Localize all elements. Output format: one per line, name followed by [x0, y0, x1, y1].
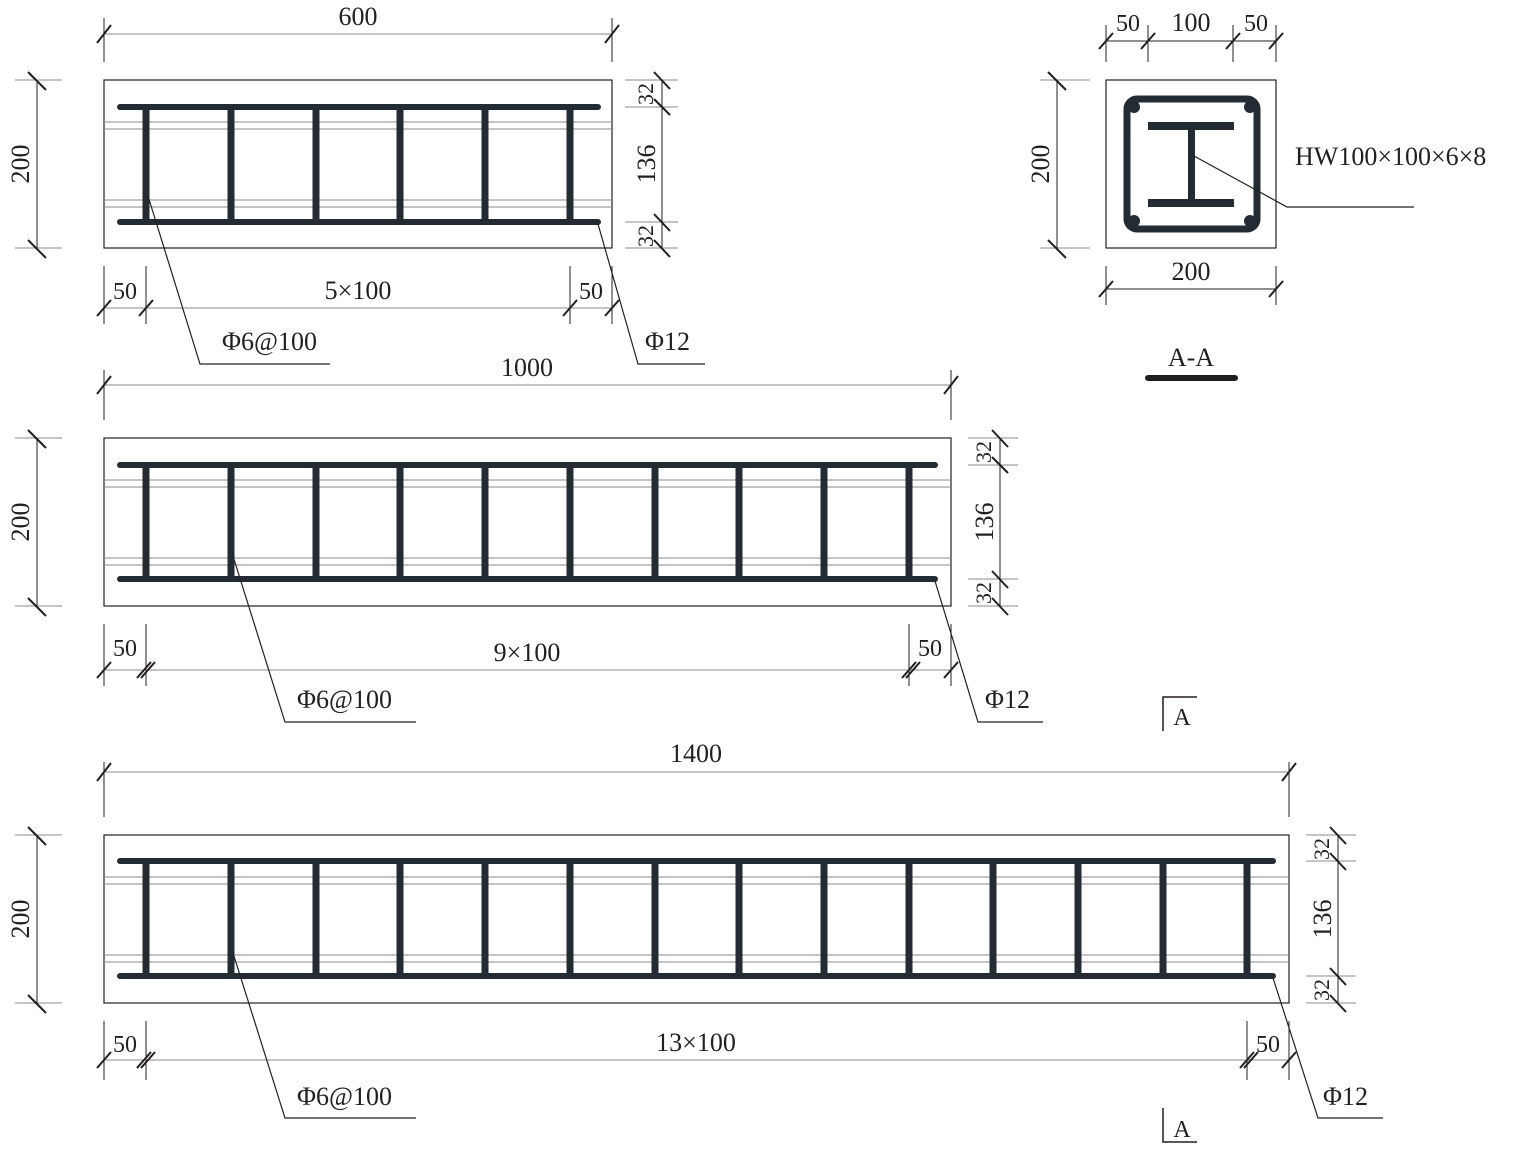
longitudinal-label: Φ12 — [645, 327, 690, 356]
spacing-dimensions: 50 9×100 50 — [96, 624, 959, 686]
stirrups — [142, 105, 574, 224]
section-marker-bottom: A — [1162, 1108, 1197, 1143]
end-spacing-right-label: 50 — [1256, 1032, 1280, 1058]
section-marker-top: A — [1162, 696, 1197, 731]
section-title: A-A — [1145, 343, 1238, 381]
section-width-label: 200 — [1172, 257, 1211, 286]
steel-section-label: HW100×100×6×8 — [1295, 142, 1486, 171]
longitudinal-callout: Φ12 — [1272, 977, 1383, 1119]
core-label: 136 — [632, 145, 661, 184]
length-label: 1000 — [501, 353, 553, 382]
beam-elevation-600: 600 200 — [6, 2, 705, 365]
section-marker-label: A — [1173, 705, 1191, 731]
end-spacing-right-label: 50 — [918, 636, 942, 662]
cover-dimensions: 32 136 32 — [1306, 826, 1356, 1013]
stirrup-spacing-label: 13×100 — [656, 1028, 736, 1057]
end-spacing-left-label: 50 — [113, 1032, 137, 1058]
section-stirrup — [1123, 95, 1261, 233]
length-label: 1400 — [670, 739, 722, 768]
core-label: 136 — [1308, 900, 1337, 939]
concrete-outline — [103, 79, 613, 249]
spacing-dimensions: 50 5×100 50 — [96, 266, 620, 324]
length-dimension: 1000 — [96, 353, 959, 420]
section-dim-left-label: 50 — [1116, 11, 1140, 37]
cover-bottom-label: 32 — [633, 225, 658, 247]
end-spacing-left-label: 50 — [113, 636, 137, 662]
concrete-outline — [103, 834, 1290, 1004]
end-spacing-left-label: 50 — [113, 279, 137, 305]
stirrup-callout: Φ6@100 — [232, 555, 416, 723]
cover-dimensions: 32 136 32 — [625, 71, 678, 258]
beam-elevation-1400: 1400 200 — [6, 739, 1383, 1119]
cover-top-label: 32 — [633, 83, 658, 105]
length-dimension: 600 — [96, 2, 620, 62]
cover-top-label: 32 — [1309, 838, 1334, 860]
longitudinal-label: Φ12 — [985, 685, 1030, 714]
stirrup-label: Φ6@100 — [297, 685, 392, 714]
stirrups — [142, 859, 1251, 978]
stirrup-spacing-label: 9×100 — [494, 638, 561, 667]
top-dimensions: 50 100 50 — [1098, 8, 1284, 62]
corner-rebars — [1128, 101, 1256, 227]
cover-dimensions: 32 136 32 — [968, 429, 1018, 616]
stirrup-callout: Φ6@100 — [232, 952, 416, 1119]
section-concrete-outline — [1105, 79, 1277, 249]
height-label: 200 — [6, 900, 35, 939]
height-dimension: 200 — [6, 429, 62, 617]
section-marker-label: A — [1173, 1117, 1191, 1143]
stirrup-label: Φ6@100 — [222, 327, 317, 356]
end-spacing-right-label: 50 — [579, 279, 603, 305]
section-width-dimension: 200 — [1098, 257, 1284, 305]
core-label: 136 — [970, 503, 999, 542]
cover-bottom-label: 32 — [971, 582, 996, 604]
h-steel-section — [1148, 122, 1234, 207]
cross-section-a-a: 50 100 50 200 — [1026, 8, 1486, 381]
longitudinal-label: Φ12 — [1323, 1082, 1368, 1111]
height-dimension: 200 — [6, 826, 62, 1014]
longitudinal-callout: Φ12 — [597, 223, 705, 365]
concrete-outline — [103, 437, 952, 607]
height-label: 200 — [6, 145, 35, 184]
length-label: 600 — [339, 2, 378, 31]
stirrup-spacing-label: 5×100 — [325, 276, 392, 305]
cover-bottom-label: 32 — [1309, 979, 1334, 1001]
length-dimension: 1400 — [96, 739, 1297, 817]
height-dimension: 200 — [6, 71, 62, 259]
longitudinal-callout: Φ12 — [934, 580, 1043, 723]
section-dim-right-label: 50 — [1244, 11, 1268, 37]
section-height-dimension: 200 — [1026, 71, 1090, 259]
cover-top-label: 32 — [971, 441, 996, 463]
section-title-label: A-A — [1168, 343, 1214, 372]
section-dim-middle-label: 100 — [1172, 8, 1211, 37]
stirrups — [142, 463, 913, 581]
spacing-dimensions: 50 13×100 50 — [96, 1021, 1297, 1080]
stirrup-callout: Φ6@100 — [147, 195, 330, 365]
height-label: 200 — [6, 503, 35, 542]
section-height-label: 200 — [1026, 145, 1055, 184]
stirrup-label: Φ6@100 — [297, 1082, 392, 1111]
steel-callout: HW100×100×6×8 — [1193, 142, 1486, 208]
beam-elevation-1000: 1000 200 — [6, 353, 1043, 723]
